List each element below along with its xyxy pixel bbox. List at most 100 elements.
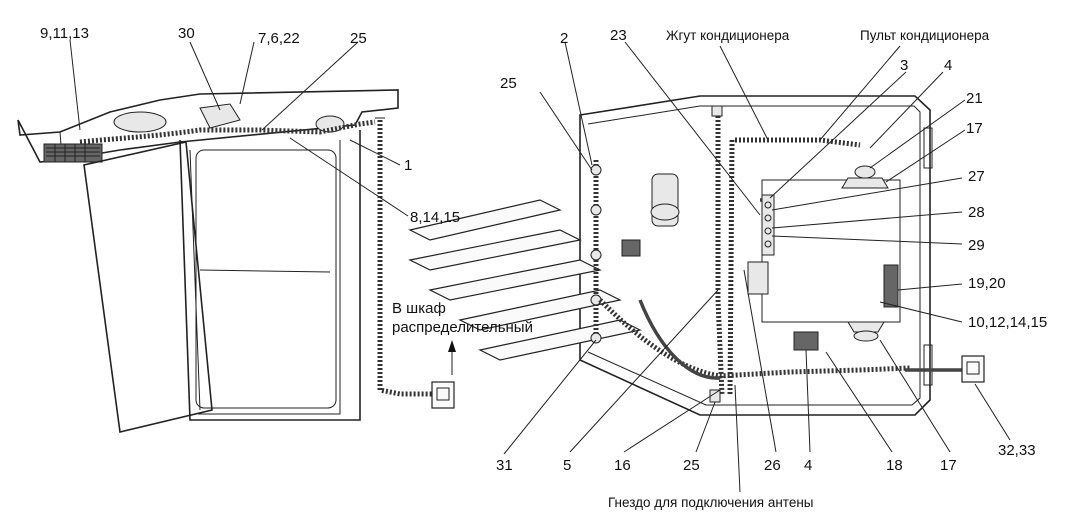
roof-lamp bbox=[315, 115, 345, 133]
cab-glass bbox=[195, 149, 337, 409]
leader-16 bbox=[623, 389, 721, 453]
step-3 bbox=[428, 259, 602, 301]
door-edge bbox=[189, 149, 201, 411]
note-harness: Жгут кондиционера bbox=[666, 28, 790, 43]
callout-7-6-22: 7,6,22 bbox=[258, 30, 300, 47]
control-box bbox=[747, 261, 769, 295]
ac-panel-outline bbox=[761, 179, 901, 323]
roof-bracket bbox=[199, 103, 241, 129]
clip-1 bbox=[590, 164, 602, 176]
leader-31 bbox=[503, 339, 597, 455]
leader-antenna bbox=[734, 384, 741, 493]
leader-32 bbox=[974, 383, 1011, 441]
callout-16: 16 bbox=[614, 457, 631, 474]
cab-body bbox=[179, 130, 361, 421]
side-module bbox=[883, 264, 899, 308]
callout-17-top: 17 bbox=[966, 120, 983, 137]
callout-29: 29 bbox=[968, 237, 985, 254]
step-2 bbox=[408, 229, 582, 271]
callout-25-left: 25 bbox=[500, 75, 517, 92]
callout-23: 23 bbox=[610, 27, 627, 44]
step-1 bbox=[408, 199, 562, 241]
relay-a bbox=[764, 201, 772, 209]
leader-17-bottom bbox=[879, 339, 951, 453]
lamp-bottom bbox=[847, 321, 885, 333]
right-socket-box bbox=[961, 355, 985, 383]
leader-1 bbox=[349, 139, 401, 166]
relay-c bbox=[764, 227, 772, 235]
cab-plan-view bbox=[408, 41, 1011, 493]
center-harness bbox=[715, 108, 725, 396]
note-cabinet-line1: В шкаф bbox=[392, 300, 446, 317]
callout-25-bottom: 25 bbox=[683, 457, 700, 474]
labels: 9,11,13 30 7,6,22 25 1 8,14,15 2 23 Жгут… bbox=[40, 25, 1047, 510]
cab-body-inner bbox=[198, 140, 341, 415]
relay-d bbox=[764, 240, 772, 248]
leader-2 bbox=[564, 41, 593, 166]
cabinet-arrow-head bbox=[448, 340, 456, 352]
step-4 bbox=[458, 289, 622, 331]
leader-panel bbox=[819, 45, 901, 141]
callout-9-11-13: 9,11,13 bbox=[40, 25, 89, 42]
leader-27 bbox=[771, 177, 963, 211]
callout-28: 28 bbox=[968, 204, 985, 221]
glass-rail bbox=[199, 269, 331, 273]
roof-harness bbox=[79, 119, 376, 145]
antenna-cable bbox=[638, 299, 721, 380]
roof-module bbox=[43, 143, 103, 163]
leader-19 bbox=[897, 283, 963, 291]
cab-wall-inner bbox=[587, 105, 921, 406]
flange-top bbox=[923, 127, 933, 169]
connector-block bbox=[621, 239, 641, 257]
leader-4-bottom bbox=[805, 349, 811, 453]
right-socket-slot bbox=[966, 361, 980, 375]
callout-21: 21 bbox=[966, 90, 983, 107]
callout-17-bottom: 17 bbox=[940, 457, 957, 474]
note-panel: Пульт кондиционера bbox=[860, 28, 990, 43]
bottom-harness bbox=[598, 298, 911, 379]
step-5 bbox=[478, 319, 642, 361]
callout-3: 3 bbox=[900, 57, 908, 74]
callout-2: 2 bbox=[560, 30, 568, 47]
callout-30: 30 bbox=[178, 25, 195, 42]
cab-door bbox=[83, 141, 213, 433]
leader-4-top bbox=[869, 71, 944, 149]
filter-cap bbox=[650, 203, 680, 221]
roof-fan bbox=[113, 111, 167, 133]
leader-5 bbox=[569, 289, 719, 453]
leader-3 bbox=[769, 71, 907, 199]
clip-2 bbox=[590, 204, 602, 216]
relay-b bbox=[764, 214, 772, 222]
leader-10 bbox=[879, 301, 963, 323]
lamp-top-dome bbox=[854, 165, 876, 179]
leader-8 bbox=[289, 137, 409, 217]
relay-block bbox=[761, 194, 775, 256]
clip-5 bbox=[590, 332, 602, 344]
leader-28 bbox=[771, 211, 963, 229]
top-harness bbox=[735, 137, 861, 148]
pillar-harness bbox=[377, 120, 435, 397]
callout-19-20: 19,20 bbox=[968, 275, 1006, 292]
center-harness-2 bbox=[727, 139, 735, 396]
callout-32-33: 32,33 bbox=[998, 442, 1036, 459]
note-cabinet-line2: распределительный bbox=[392, 319, 533, 336]
roof-module-grille bbox=[46, 144, 100, 162]
leader-7 bbox=[239, 41, 255, 105]
clip-3 bbox=[590, 249, 602, 261]
callout-5: 5 bbox=[563, 457, 571, 474]
socket-slot bbox=[436, 387, 450, 401]
callout-4-bottom: 4 bbox=[804, 457, 812, 474]
leader-21 bbox=[869, 99, 966, 169]
top-clip bbox=[711, 105, 723, 117]
flange-bottom bbox=[923, 344, 933, 386]
leader-29 bbox=[771, 235, 963, 245]
callout-27: 27 bbox=[968, 168, 985, 185]
callout-25-top: 25 bbox=[350, 30, 367, 47]
lamp-top bbox=[841, 177, 889, 189]
leader-25-left bbox=[539, 91, 593, 171]
callout-1: 1 bbox=[404, 157, 412, 174]
cab-side-view bbox=[17, 39, 456, 433]
lamp-bottom-base bbox=[853, 330, 879, 342]
leader-17-top bbox=[885, 129, 966, 183]
